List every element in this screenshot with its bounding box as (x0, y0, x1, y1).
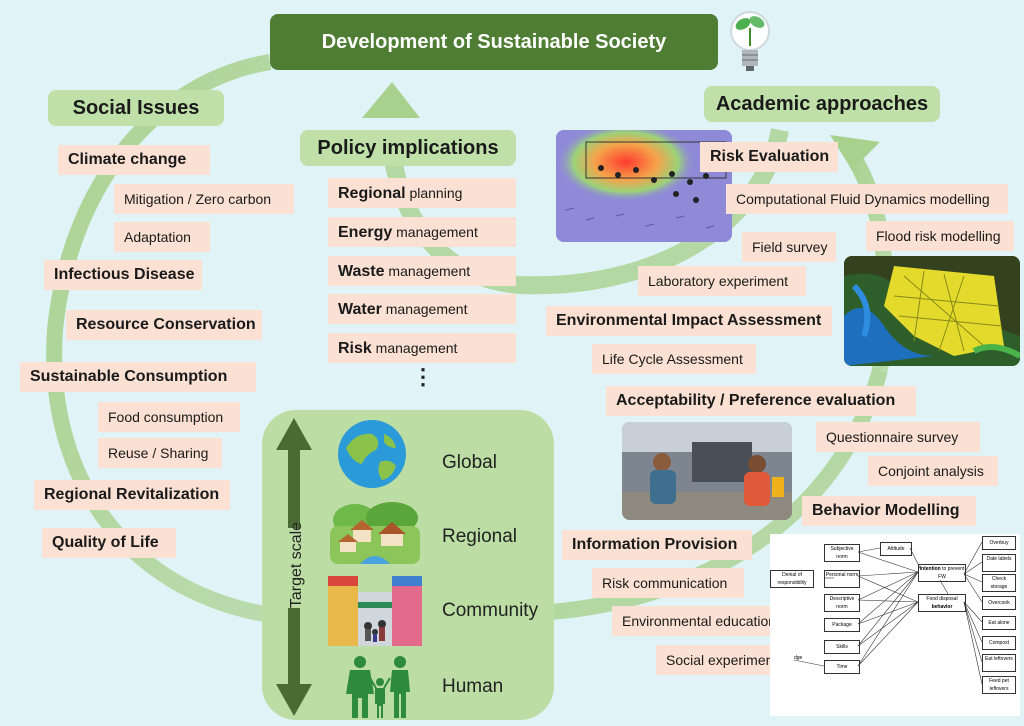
risk-communication-tag: Risk communication (592, 568, 744, 598)
target-scale-panel (262, 410, 554, 720)
eia-tag: Environmental Impact Assessment (546, 306, 832, 336)
resource-conservation-tag: Resource Conservation (66, 310, 262, 340)
environmental-education-tag: Environmental education (612, 606, 794, 636)
village-icon (330, 502, 420, 564)
acceptability-tag: Acceptability / Preference evaluation (606, 386, 916, 416)
climate-change-tag: Climate change (58, 145, 210, 175)
lca-tag: Life Cycle Assessment (592, 344, 756, 374)
policy-implications-header: Policy implications (300, 130, 516, 166)
model-node-overbuy: Overbuy (982, 536, 1016, 550)
target-scale-label: Target scale (288, 521, 305, 609)
model-node-feed-pet: Feed pet leftovers (982, 676, 1016, 694)
model-node-time: Time (824, 660, 860, 674)
social-experiment-tag: Social experiment (656, 645, 792, 675)
policy-item-energy: Energy management (328, 217, 516, 247)
adaptation-tag: Adaptation (114, 222, 210, 252)
academic-approaches-header: Academic approaches (704, 86, 940, 122)
model-node-knowledge: dge (794, 655, 803, 661)
regional-revitalization-tag: Regional Revitalization (34, 480, 230, 510)
model-node-denial: Denial of responsibility (770, 570, 814, 588)
mitigation-tag: Mitigation / Zero carbon (114, 184, 294, 214)
risk-evaluation-tag: Risk Evaluation (700, 142, 838, 172)
scale-double-arrow (276, 418, 312, 716)
model-node-subjective-norm: Subjective norm (824, 544, 860, 562)
scale-level-regional: Regional (442, 526, 517, 547)
family-icon (346, 656, 410, 718)
sustainable-consumption-tag: Sustainable Consumption (20, 362, 256, 392)
laboratory-experiment-tag: Laboratory experiment (638, 266, 806, 296)
model-node-overcook: Overcook (982, 596, 1016, 610)
infectious-disease-tag: Infectious Disease (44, 260, 202, 290)
policy-item-water: Water management (328, 294, 516, 324)
model-node-eat-leftovers: Eat leftovers (982, 654, 1016, 672)
model-node-compost: Compost (982, 636, 1016, 650)
policy-item-waste: Waste management (328, 256, 516, 286)
arrow-head-academic (830, 135, 880, 170)
questionnaire-survey-tag: Questionnaire survey (816, 422, 980, 452)
quality-of-life-tag: Quality of Life (42, 528, 176, 558)
policy-more-ellipsis: ⋮ (412, 364, 434, 389)
globe-icon (338, 420, 406, 488)
page-title: Development of Sustainable Society (270, 14, 718, 70)
policy-item-risk: Risk management (328, 333, 516, 363)
model-node-descriptive-norm: Descriptive norm (824, 594, 860, 612)
information-provision-tag: Information Provision (562, 530, 752, 560)
behavior-modelling-tag: Behavior Modelling (802, 496, 976, 526)
field-survey-tag: Field survey (742, 232, 836, 262)
cfd-modelling-tag: Computational Fluid Dynamics modelling (726, 184, 1008, 214)
model-node-personal-norm: Personal norm (824, 570, 860, 588)
policy-item-regional: Regional planning (328, 178, 516, 208)
scale-level-global: Global (442, 452, 497, 473)
flood-map-image (844, 256, 1020, 366)
model-node-package: Package (824, 618, 860, 632)
scale-level-human: Human (442, 676, 504, 697)
flood-risk-modelling-tag: Flood risk modelling (866, 221, 1014, 251)
community-street-icon (328, 576, 422, 646)
interview-photo (622, 422, 792, 520)
model-node-check-storage: Check storage (982, 574, 1016, 592)
reuse-sharing-tag: Reuse / Sharing (98, 438, 222, 468)
food-consumption-tag: Food consumption (98, 402, 240, 432)
scale-level-community: Community (442, 600, 539, 621)
social-issues-header: Social Issues (48, 90, 224, 126)
arrow-head-policy (362, 82, 420, 118)
conjoint-analysis-tag: Conjoint analysis (868, 456, 998, 486)
model-node-attitude: Attitude (880, 542, 912, 556)
model-links (793, 541, 983, 685)
lightbulb-icon (730, 11, 770, 71)
model-node-intention: Intention to prevent FW (918, 564, 966, 582)
behavior-model-diagram: Subjective norm Denial of responsibility… (770, 534, 1020, 716)
model-node-skills: Skills (824, 640, 860, 654)
model-node-date-labels: Date labels (982, 554, 1016, 572)
model-node-eat-alone: Eat alone (982, 616, 1016, 630)
